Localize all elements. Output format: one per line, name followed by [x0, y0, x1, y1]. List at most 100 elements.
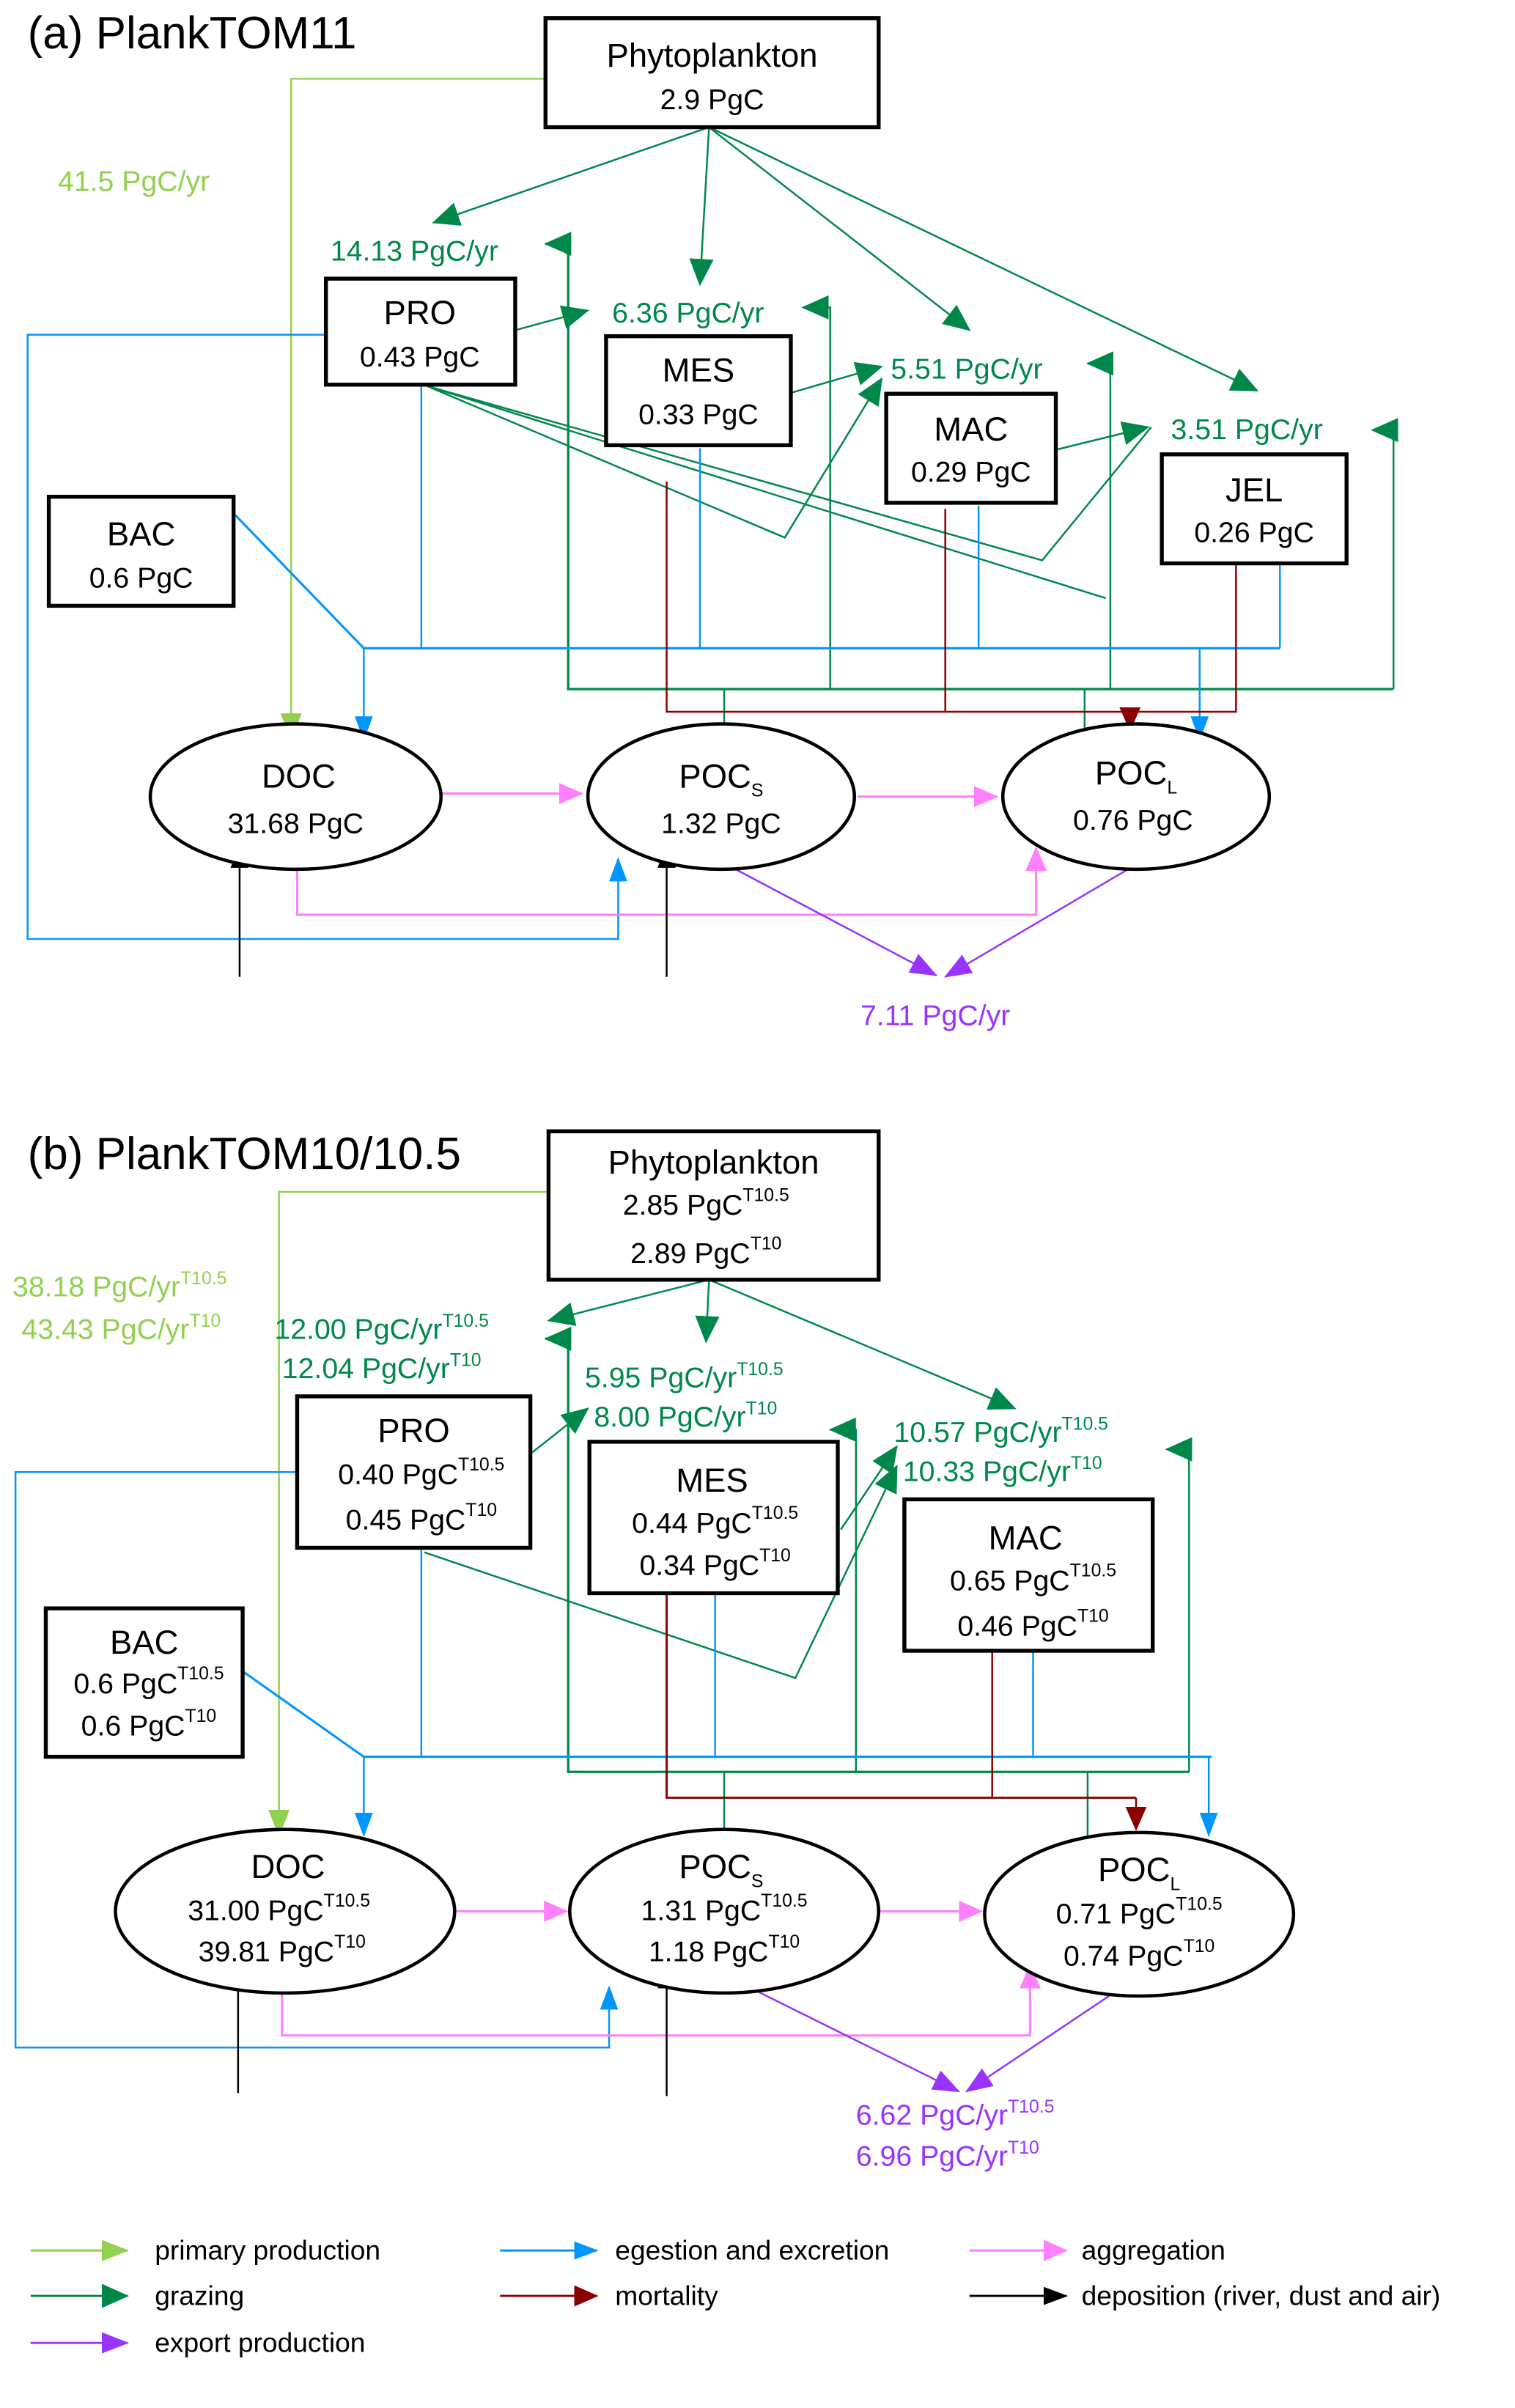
panel-a-title: (a) PlankTOM11 [28, 8, 357, 59]
flow-grazing-pro-mac [427, 377, 882, 540]
panel-b-flows [14, 1190, 1218, 2096]
node-mac-a: MAC 0.29 PgC [884, 391, 1058, 505]
label-grazing-jel-a: 3.51 PgC/yr [1171, 413, 1323, 446]
label-grazing-mes-a: 6.36 PgC/yr [612, 297, 764, 329]
panel-b-title: (b) PlankTOM10/10.5 [28, 1129, 461, 1179]
svg-text:0.76 PgC: 0.76 PgC [1073, 804, 1193, 836]
svg-text:38.18 PgC/yrT10.5: 38.18 PgC/yrT10.5 [12, 1269, 226, 1303]
svg-text:2.9 PgC: 2.9 PgC [660, 84, 764, 116]
flow-grazing-phyto-mes-b [695, 1279, 720, 1344]
flow-egestion-bus [234, 514, 1280, 649]
svg-text:12.04 PgC/yrT10: 12.04 PgC/yrT10 [282, 1351, 482, 1385]
node-bac-a: BAC 0.6 PgC [46, 494, 236, 608]
flow-export-pocl-b [965, 1977, 1137, 2093]
flow-egestion-pro-pocs-b [14, 1470, 619, 2049]
flow-grazing-phyto-pro [432, 126, 709, 226]
node-phytoplankton-a: Phytoplankton 2.9 PgC [543, 16, 881, 130]
flow-grazing-phyto-mac-b [708, 1278, 1017, 1410]
node-pro-a: PRO 0.43 PgC [323, 276, 517, 387]
svg-text:MES: MES [676, 1462, 748, 1499]
panel-a-flows [26, 78, 1398, 978]
svg-text:PRO: PRO [377, 1412, 449, 1449]
svg-text:0.33 PgC: 0.33 PgC [638, 398, 759, 430]
svg-text:0.45 PgCT10: 0.45 PgCT10 [346, 1501, 497, 1536]
flow-grazing-return-mes [801, 295, 831, 690]
flow-grazing-pro-mac-b [424, 1465, 898, 1679]
svg-text:5.95 PgC/yrT10.5: 5.95 PgC/yrT10.5 [585, 1360, 784, 1394]
legend-item-primary-production: primary production [30, 2235, 380, 2266]
node-pocl-b: POCL 0.71 PgCT10.5 0.74 PgCT10 [983, 1830, 1296, 1998]
svg-text:31.00 PgCT10.5: 31.00 PgCT10.5 [188, 1891, 370, 1927]
svg-text:8.00 PgC/yrT10: 8.00 PgC/yrT10 [594, 1399, 777, 1434]
svg-text:POCS: POCS [679, 757, 763, 800]
node-pro-b: PRO 0.40 PgCT10.5 0.45 PgCT10 [295, 1394, 533, 1550]
svg-text:DOC: DOC [262, 757, 336, 795]
svg-text:BAC: BAC [107, 515, 175, 553]
svg-text:primary production: primary production [155, 2235, 380, 2266]
svg-text:43.43 PgC/yrT10: 43.43 PgC/yrT10 [21, 1311, 221, 1346]
label-grazing-mes-b: 5.95 PgC/yrT10.5 8.00 PgC/yrT10 [585, 1360, 784, 1433]
flow-grazing-pro-mes [515, 305, 590, 331]
svg-text:10.33 PgC/yrT10: 10.33 PgC/yrT10 [903, 1454, 1102, 1488]
svg-text:DOC: DOC [251, 1848, 325, 1885]
svg-text:export production: export production [155, 2327, 365, 2358]
svg-text:0.46 PgCT10: 0.46 PgCT10 [957, 1607, 1108, 1643]
flow-grazing-return-mac [1085, 351, 1114, 690]
svg-text:POCS: POCS [679, 1848, 763, 1891]
svg-text:12.00 PgC/yrT10.5: 12.00 PgC/yrT10.5 [274, 1311, 488, 1346]
svg-text:JEL: JEL [1225, 471, 1283, 509]
svg-text:0.74 PgCT10: 0.74 PgCT10 [1064, 1937, 1214, 1973]
svg-text:POCL: POCL [1098, 1851, 1180, 1894]
flow-grazing-return-jel [1371, 418, 1398, 690]
svg-text:0.65 PgCT10.5: 0.65 PgCT10.5 [950, 1561, 1116, 1597]
svg-text:MES: MES [663, 352, 734, 389]
panel-a: (a) PlankTOM11 [26, 8, 1398, 1032]
node-doc-b: DOC 31.00 PgCT10.5 39.81 PgCT10 [114, 1827, 457, 1995]
flow-grazing-phyto-pro-b [547, 1278, 709, 1326]
flow-grazing-pro-jel-b [427, 385, 1107, 600]
svg-text:0.34 PgCT10: 0.34 PgCT10 [639, 1546, 790, 1582]
label-export-b: 6.62 PgC/yrT10.5 6.96 PgC/yrT10 [856, 2097, 1055, 2172]
svg-text:Phytoplankton: Phytoplankton [607, 37, 818, 74]
svg-text:39.81 PgCT10: 39.81 PgCT10 [199, 1932, 366, 1968]
svg-text:0.40 PgCT10.5: 0.40 PgCT10.5 [338, 1455, 504, 1491]
node-pocs-a: POCS 1.32 PgC [586, 722, 856, 872]
label-grazing-mac-b: 10.57 PgC/yrT10.5 10.33 PgC/yrT10 [893, 1414, 1107, 1487]
svg-text:0.43 PgC: 0.43 PgC [360, 341, 480, 373]
flow-grazing-return-mac-b [1165, 1437, 1193, 1772]
svg-text:2.85 PgCT10.5: 2.85 PgCT10.5 [623, 1185, 789, 1221]
svg-text:6.96 PgC/yrT10: 6.96 PgC/yrT10 [856, 2138, 1039, 2173]
flow-grazing-phyto-mes [689, 127, 714, 287]
label-primary-production-a: 41.5 PgC/yr [58, 165, 210, 197]
flow-mortality-bus [666, 482, 1237, 713]
legend: primary production grazing export produc… [30, 2235, 1440, 2358]
svg-text:PRO: PRO [384, 294, 456, 331]
node-pocs-b: POCS 1.31 PgCT10.5 1.18 PgCT10 [568, 1827, 881, 1995]
flow-egestion-pro-pocs [26, 334, 627, 940]
svg-text:0.6 PgCT10: 0.6 PgCT10 [81, 1706, 217, 1742]
node-bac-b: BAC 0.6 PgCT10.5 0.6 PgCT10 [43, 1606, 245, 1759]
svg-text:0.71 PgCT10.5: 0.71 PgCT10.5 [1056, 1894, 1223, 1930]
svg-text:0.6 PgCT10.5: 0.6 PgCT10.5 [73, 1664, 224, 1700]
flow-grazing-phyto-jel [708, 126, 1259, 392]
node-mac-b: MAC 0.65 PgCT10.5 0.46 PgCT10 [902, 1497, 1155, 1653]
flow-grazing-mac-jel [1055, 421, 1150, 451]
flow-grazing-return-pro-b [544, 1326, 1190, 1773]
legend-item-aggregation: aggregation [969, 2235, 1225, 2266]
label-grazing-pro-b: 12.00 PgC/yrT10.5 12.04 PgC/yrT10 [274, 1311, 488, 1385]
svg-text:aggregation: aggregation [1082, 2235, 1225, 2266]
legend-item-deposition: deposition (river, dust and air) [969, 2280, 1440, 2311]
svg-text:egestion and excretion: egestion and excretion [615, 2235, 889, 2266]
flow-export-pocs-b [723, 1974, 961, 2093]
flow-export-pocs [723, 862, 938, 976]
node-mes-b: MES 0.44 PgCT10.5 0.34 PgCT10 [587, 1440, 840, 1596]
svg-text:MAC: MAC [989, 1520, 1063, 1557]
svg-text:1.32 PgC: 1.32 PgC [661, 807, 781, 839]
svg-text:10.57 PgC/yrT10.5: 10.57 PgC/yrT10.5 [893, 1414, 1107, 1448]
panel-b: (b) PlankTOM10/10.5 [12, 1129, 1296, 2172]
flow-grazing-mes-mac [787, 361, 883, 395]
label-grazing-mac-a: 5.51 PgC/yr [891, 353, 1042, 386]
svg-text:0.44 PgCT10.5: 0.44 PgCT10.5 [632, 1503, 798, 1539]
flow-mortality-bus-b [666, 1593, 1137, 1799]
svg-text:MAC: MAC [934, 410, 1008, 448]
